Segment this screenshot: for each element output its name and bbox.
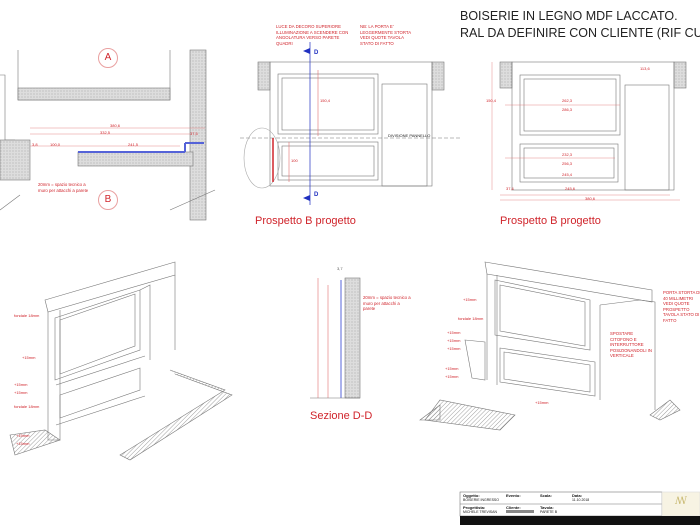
intercom-note: SPOSTARE CITOFONO E INTERRUTTORE POSIZIO… <box>610 331 653 358</box>
iso-left-label: +15mm <box>14 382 28 387</box>
iso-left-label: +15mm <box>16 433 30 438</box>
iso-right-label: +15mm <box>535 400 549 405</box>
dim: 256,3 <box>562 161 573 166</box>
dim: 262,3 <box>562 98 573 103</box>
dim: 232,3 <box>562 152 573 157</box>
door-skew-note: PORTA STORTA DI 40 MILLIMETRI VEDI QUOTE… <box>663 290 700 323</box>
iso-left-label: +15mm <box>22 355 36 360</box>
plan-dim: 380,6 <box>110 123 121 128</box>
elevation-right <box>491 61 687 201</box>
company-logo: ꟿ <box>674 496 687 507</box>
dim: 113,6 <box>640 66 650 71</box>
dim: 245,6 <box>565 186 576 191</box>
iso-right-label: +15mm <box>447 338 461 343</box>
plan-dim: 3,8 <box>32 142 38 147</box>
iso-right-label: +15mm <box>445 366 459 371</box>
sheet-title-line1: BOISERIE IN LEGNO MDF LACCATO. <box>460 9 678 23</box>
view-marker-b: B <box>98 190 118 210</box>
iso-right-label: +15mm <box>447 330 461 335</box>
dim: 380,6 <box>585 196 596 201</box>
plan-note: 20mm = spazio tecnico a muro per attacch… <box>38 182 89 193</box>
iso-left-label: fondale 18mm <box>14 313 40 318</box>
iso-left-label: +15mm <box>16 441 30 446</box>
caption-sezione: Sezione D-D <box>310 410 373 422</box>
plan-dim: 332,5 <box>100 130 111 135</box>
tb-data: Data:11.10.2018 <box>572 493 590 503</box>
view-marker-a: A <box>98 48 118 68</box>
title-block-lines <box>459 491 700 525</box>
section-note: 20mm = spazio tecnico a muro per attacch… <box>363 295 411 311</box>
dim: 245,4 <box>562 172 573 177</box>
redacted-client <box>506 510 534 513</box>
dim: 150,4 <box>486 98 497 103</box>
iso-right-label: fondale 18mm <box>458 316 484 321</box>
caption-prospetto-mid: Prospetto B progetto <box>255 215 356 227</box>
tb-scala: Scala: <box>540 493 552 498</box>
tb-progettista: Progettista:MICHELE TREVISAN <box>463 505 497 515</box>
iso-right-label: +15mm <box>447 346 461 351</box>
iso-left-label: fondale 18mm <box>14 404 40 409</box>
isometric-right <box>424 261 681 431</box>
iso-right-label: +15mm <box>463 297 477 302</box>
door-note: NB: LA PORTA E' LEGGERMENTE STORTA VEDI … <box>360 24 411 46</box>
elevation-mid <box>240 42 460 205</box>
light-note: LUCE DA DECORO SUPERIORE ILLUMINAZIONE A… <box>276 24 349 46</box>
plan-dim: 100,0 <box>50 142 61 147</box>
tb-oggetto: Oggetto:BOISERIE INGRESSO <box>463 493 499 503</box>
caption-prospetto-right: Prospetto B progetto <box>500 215 601 227</box>
dim-lower: 100 <box>291 158 298 163</box>
sheet-title-line2: RAL DA DEFINIRE CON CLIENTE (RIF CUCINA)… <box>460 26 700 40</box>
section-dim: 3,7 <box>337 266 343 271</box>
plan-view <box>0 49 216 221</box>
division-label: DIVISIONE PANNELLO <box>388 133 431 138</box>
tb-cliente: Cliente: <box>506 506 534 514</box>
section-mark-top: D <box>314 50 319 56</box>
tb-tavola: Tavola:PARETE B <box>540 505 558 515</box>
iso-left-label: +15mm <box>14 390 28 395</box>
plan-dim: 37,5 <box>190 131 198 136</box>
section-mark-bottom: D <box>314 192 319 198</box>
isometric-left <box>9 261 233 461</box>
dim: 37,4 <box>506 186 514 191</box>
plan-dim: 241,5 <box>128 142 139 147</box>
dim: 286,3 <box>562 107 573 112</box>
dim-upper: 150,4 <box>320 98 331 103</box>
iso-right-label: +15mm <box>445 374 459 379</box>
tb-evento: Evento: <box>506 493 521 498</box>
